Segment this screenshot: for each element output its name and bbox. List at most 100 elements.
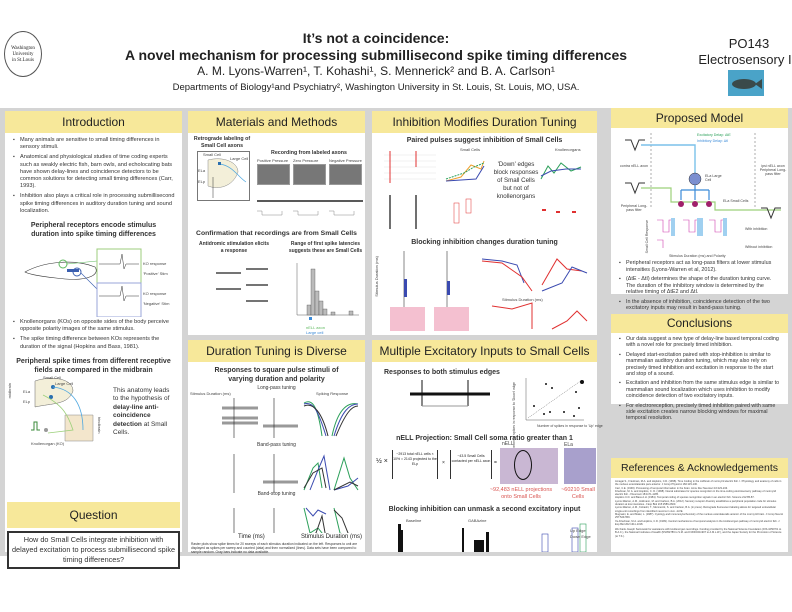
duration-heading: Duration Tuning is Diverse — [188, 340, 365, 362]
model-label: Small Cell Response — [645, 220, 649, 254]
model-panel: Proposed Model Excitatory Delay: ΔtE Inh… — [611, 108, 788, 311]
fig2-label: hindbrain — [97, 416, 102, 434]
acknowledgements: We thank Joseph Sarnowski for assistance… — [615, 528, 782, 538]
midbrain-anatomy-figure: Small Cell Large Cell ELa ELp Knollenorg… — [5, 375, 182, 455]
reference-item: Xu-Friedman, M.A. and Hopkins, C.D. (199… — [615, 519, 780, 526]
methods-heading: Materials and Methods — [188, 111, 365, 133]
conclusions-heading: Conclusions — [611, 314, 788, 333]
inhibitory-delay-legend: Inhibitory Delay: ΔtI — [697, 139, 729, 143]
fig1-label: KO response — [143, 291, 167, 297]
ela-histology-image — [564, 448, 596, 484]
model-label: Peripheral Long-pass filter — [620, 204, 648, 212]
legend-down-edge: Down Edge — [570, 534, 591, 539]
confirm-title: Confirmation that recordings are from Sm… — [196, 230, 357, 237]
title-line-2: A novel mechanism for processing submill… — [124, 47, 628, 63]
histogram-label: GABAzine — [468, 518, 487, 523]
intro-bullet: Many animals are sensitive to small timi… — [13, 137, 176, 151]
recording-column-label: Zero Pressure — [293, 158, 319, 163]
inhibition-heading: Inhibition Modifies Duration Tuning — [372, 111, 597, 133]
model-label: ELa Small Cells — [723, 199, 749, 203]
retro-label: Large Cell — [230, 156, 249, 161]
retro-figure: Small Cell Large Cell ELa ELp — [197, 151, 250, 201]
reference-item: Hopkins C.D. and Bass A.H. (1981). Tempo… — [615, 496, 755, 500]
receptor-figure: KO response 'Positive' Stim KO response … — [5, 239, 182, 318]
small-cells-label: Small Cells — [460, 147, 481, 152]
latency-title: Range of first spike latencies suggests … — [288, 241, 363, 254]
fig2-label: Small Cell — [43, 374, 62, 380]
x-axis-label: Stimulus Duration (ms) — [301, 534, 363, 540]
nell-cells-box: ~2913 total nELL cells × 10% ≈ 2143 proj… — [392, 450, 438, 479]
unmask-title: Blocking inhibition can unmask a second … — [388, 506, 581, 513]
model-label: Without inhibition — [745, 245, 773, 249]
small-cells-box: ~43.5 Small Cells contacted per nELL axo… — [450, 450, 492, 479]
intro-bullet: Knollenorgans (KOs) on opposite sides of… — [13, 319, 176, 333]
reference-item: Lyons-Warren, A.M., Hollmann, M. and Car… — [615, 499, 777, 507]
reference-item: Friedman, M. A. and Hopkins, C. D. (1998… — [615, 489, 777, 497]
model-label: Stimulus Duration (ms) and Polarity — [669, 254, 726, 258]
question-text: How do Small Cells integrate inhibition … — [7, 531, 180, 569]
column-label: Stimulus Duration (ms) — [190, 391, 231, 396]
antidromic-title: Antidromic stimulation elicits a respons… — [198, 241, 269, 254]
references-panel: References & Acknowledgements Amagai S.,… — [611, 458, 788, 552]
recording-title: Recording from labeled axons — [271, 150, 347, 156]
conclusions-panel: Conclusions Our data suggest a new type … — [611, 314, 788, 421]
model-diagram — [625, 133, 781, 248]
hypothesis-bold: delay-line anti-coincidence detection — [113, 403, 159, 428]
x-axis-label: Time (ms) — [238, 534, 265, 540]
fig2-label: midbrain — [7, 382, 12, 399]
conclusion-bullet: Our data suggest a new type of delay-lin… — [619, 336, 782, 349]
histogram-label: Baseline — [406, 518, 422, 523]
fig1-label: KO response — [143, 261, 167, 267]
column-label: Spiking Response — [316, 391, 349, 396]
reference-item: Amagai S., Friedman, M.A. and Hopkins, C… — [615, 480, 782, 487]
introduction-panel: Introduction Many animals are sensitive … — [5, 111, 182, 569]
multiple-heading: Multiple Excitatory Inputs to Small Cell… — [372, 340, 597, 362]
session-name: Electrosensory I — [698, 52, 792, 67]
departments: Departments of Biology¹and Psychiatry², … — [172, 82, 580, 93]
row-label: Band-pass tuning — [257, 442, 296, 448]
image-label: nELL — [502, 441, 514, 447]
fig2-title: Peripheral spike times from different re… — [16, 357, 171, 374]
fig2-label: Knollenorgan (KO) — [31, 440, 65, 446]
small-cell-count-result: ~60210 Small Cells — [561, 487, 595, 500]
excitatory-delay-legend: Excitatory Delay: ΔtE — [697, 133, 731, 137]
intro-bullet: Inhibition also plays a critical role in… — [13, 193, 176, 215]
conclusion-bullet: Excitation and inhibition from the same … — [619, 380, 782, 399]
duration-panel: Duration Tuning is Diverse Responses to … — [188, 340, 365, 554]
retro-label: Small Cell — [203, 152, 222, 157]
legend-large-cell: Large cell — [306, 330, 324, 335]
title-line-1: It’s not a coincidence: — [302, 30, 450, 46]
recording-traces — [257, 200, 363, 216]
row-label: Band-stop tuning — [257, 491, 296, 497]
retro-label: ELp — [198, 179, 206, 184]
duration-caption: Raster plots show spike times for 20 swe… — [191, 542, 358, 554]
half-multiplier: ½ × — [376, 458, 388, 465]
model-bullet: (ΔtE - ΔtI) determines the shape of the … — [619, 276, 782, 296]
micrograph — [329, 164, 362, 185]
paired-title: Paired pulses suggest inhibition of Smal… — [406, 137, 563, 144]
micrograph — [293, 164, 326, 185]
inhibition-panel: Inhibition Modifies Duration Tuning Pair… — [372, 111, 597, 335]
model-label: With inhibition — [745, 227, 768, 231]
references-heading: References & Acknowledgements — [611, 458, 788, 478]
intro-bullet: The spike timing difference between KOs … — [13, 336, 176, 350]
antidromic-traces — [216, 268, 268, 302]
edges-title: Responses to both stimulus edges — [384, 369, 500, 376]
duration-subtitle: Responses to square pulse stimuli of var… — [214, 367, 339, 383]
model-label: ipsi nELL axon Peripheral Long-pass filt… — [759, 164, 787, 176]
model-bullet: In the absence of inhibition, coincidenc… — [619, 299, 782, 312]
times-sign: × — [442, 460, 445, 466]
y-axis-label: Stimulus Duration (ms) — [374, 256, 379, 297]
nell-title: nELL Projection: Small Cell soma ratio g… — [396, 435, 573, 442]
paired-pulse-figure — [384, 151, 582, 229]
reference-item: Carr, C.E. (1993). Processing of tempora… — [615, 486, 728, 490]
equals-sign: = — [494, 460, 497, 466]
introduction-heading: Introduction — [5, 111, 182, 133]
scatter-x-label: Number of spikes in response to 'Up' edg… — [537, 424, 603, 428]
fig2-label: ELa — [23, 388, 31, 394]
edges-trace — [410, 380, 490, 407]
model-label: ELa Large Cell — [705, 174, 722, 182]
hypothesis-post: at Small Cells. — [113, 420, 168, 437]
